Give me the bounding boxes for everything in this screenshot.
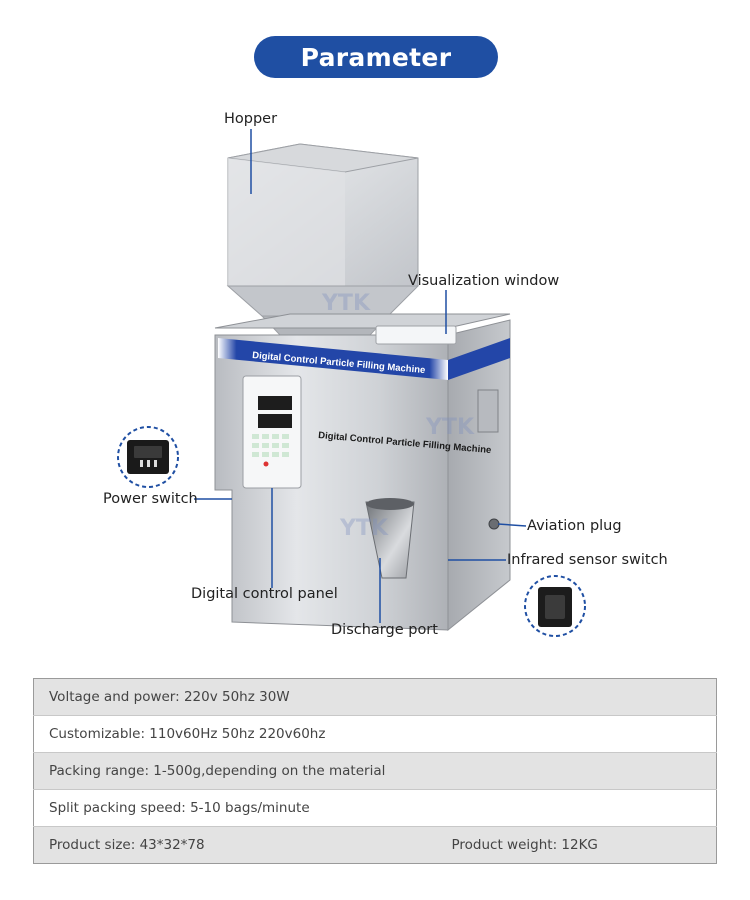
spec-cell: Packing range: 1-500g,depending on the m… bbox=[33, 752, 452, 790]
callout-power-switch: Power switch bbox=[103, 491, 198, 507]
infrared-sensor-inset bbox=[524, 575, 586, 637]
spec-row: Customizable: 110v60Hz 50hz 220v60hz bbox=[33, 715, 717, 753]
spec-cell: Customizable: 110v60Hz 50hz 220v60hz bbox=[33, 715, 452, 753]
spec-table: Voltage and power: 220v 50hz 30W Customi… bbox=[33, 678, 717, 864]
control-panel bbox=[242, 375, 302, 489]
spec-cell-right bbox=[451, 789, 717, 827]
visualization-window bbox=[375, 325, 457, 345]
aviation-plug bbox=[488, 518, 500, 530]
callout-aviation-plug: Aviation plug bbox=[527, 518, 622, 534]
spec-row: Product size: 43*32*78 Product weight: 1… bbox=[33, 826, 717, 864]
leader-aviation bbox=[497, 523, 527, 527]
watermark-1: YTK bbox=[321, 291, 371, 316]
callout-visualization-window: Visualization window bbox=[408, 273, 560, 289]
page-title: Parameter bbox=[254, 36, 498, 78]
callout-digital-control-panel: Digital control panel bbox=[191, 586, 338, 602]
machine-illustration: Digital Control Particle Filling Machine… bbox=[117, 129, 586, 637]
power-switch-inset bbox=[117, 426, 179, 488]
spec-cell-right: Product weight: 12KG bbox=[451, 826, 717, 864]
callout-hopper: Hopper bbox=[224, 111, 278, 127]
spec-row: Packing range: 1-500g,depending on the m… bbox=[33, 752, 717, 790]
spec-cell-right bbox=[451, 715, 717, 753]
spec-cell-right bbox=[451, 678, 717, 716]
side-latch bbox=[477, 389, 499, 433]
spec-cell: Voltage and power: 220v 50hz 30W bbox=[33, 678, 452, 716]
callout-discharge-port: Discharge port bbox=[331, 622, 438, 638]
watermark-2: YTK bbox=[425, 415, 475, 440]
spec-cell: Split packing speed: 5-10 bags/minute bbox=[33, 789, 452, 827]
discharge-chute bbox=[365, 498, 415, 579]
body-top bbox=[214, 313, 511, 329]
watermark-3: YTK bbox=[339, 516, 389, 541]
spec-row: Voltage and power: 220v 50hz 30W bbox=[33, 678, 717, 716]
spec-cell: Product size: 43*32*78 bbox=[33, 826, 452, 864]
callout-infrared-sensor-switch: Infrared sensor switch bbox=[507, 552, 668, 568]
spec-row: Split packing speed: 5-10 bags/minute bbox=[33, 789, 717, 827]
spec-cell-right bbox=[451, 752, 717, 790]
